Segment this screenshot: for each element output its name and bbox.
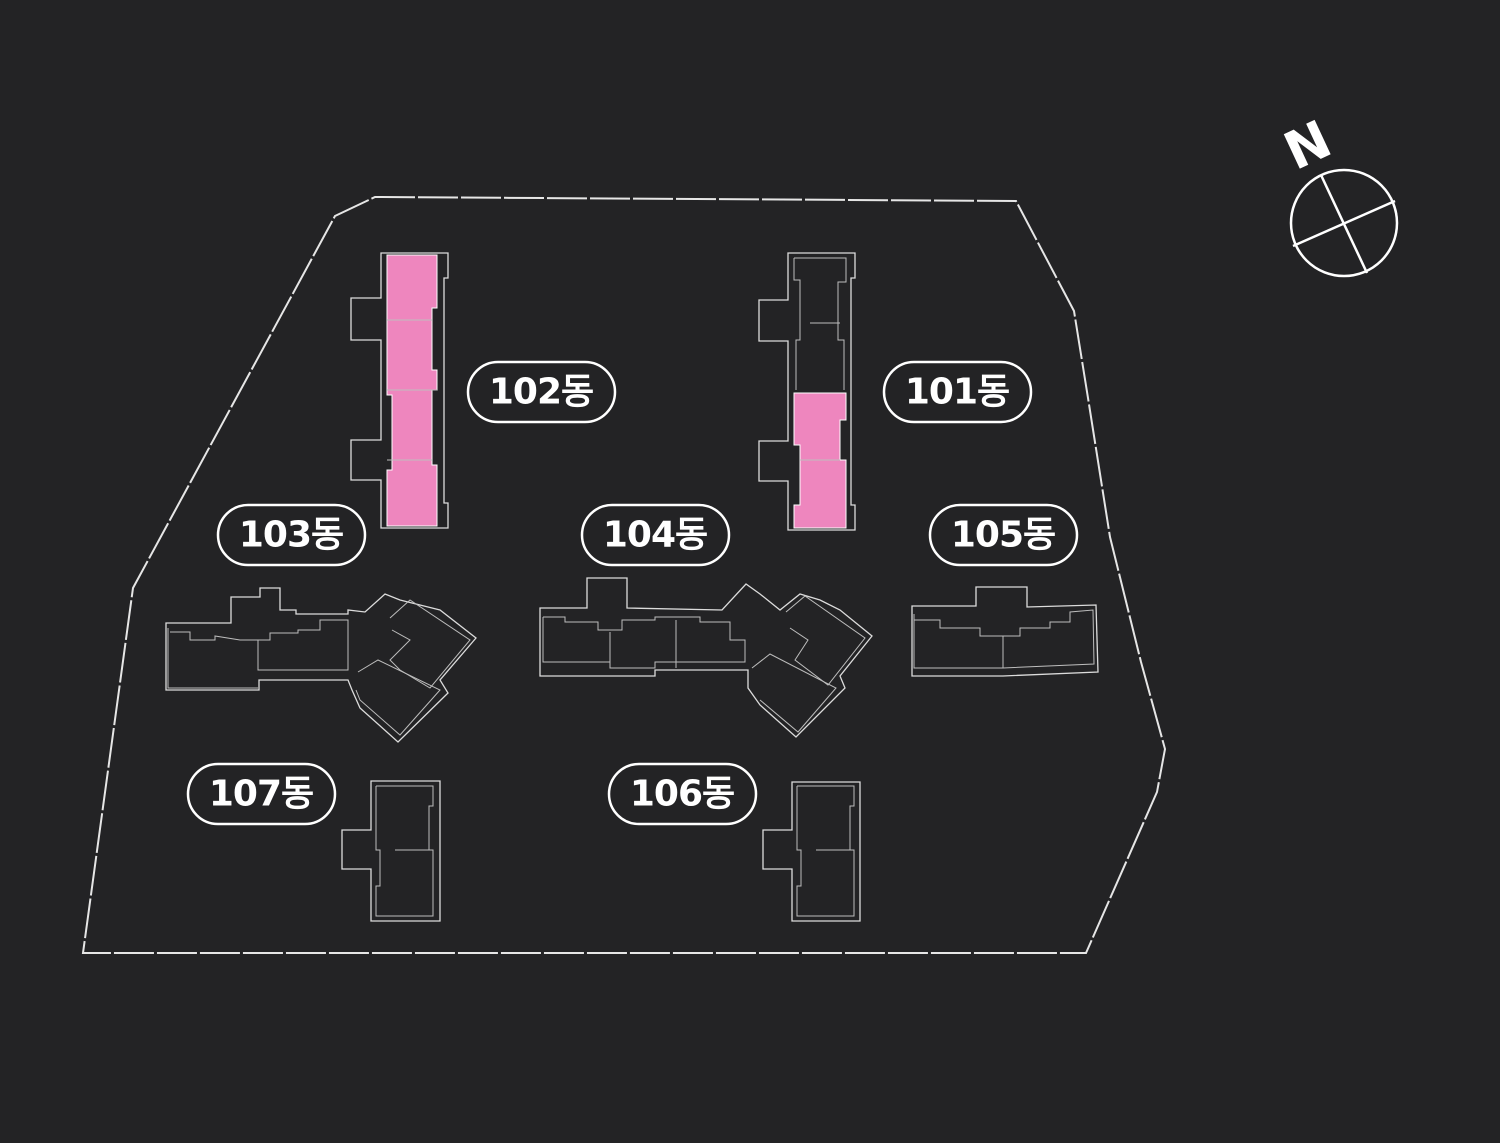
label-101-pill [882, 360, 1033, 424]
label-102-text: 102동 [489, 372, 593, 413]
label-104-text: 104동 [603, 515, 707, 556]
label-104-pill [580, 503, 731, 567]
building-103[interactable] [165, 587, 477, 743]
building-107[interactable] [341, 780, 441, 922]
compass-crossline-icon [1292, 199, 1396, 248]
label-101[interactable]: 101동 [882, 360, 1033, 424]
building-102[interactable] [350, 252, 449, 529]
label-103-text: 103동 [239, 515, 343, 556]
label-106[interactable]: 106동 [607, 762, 758, 826]
building-101[interactable] [758, 252, 856, 531]
building-107-outline [341, 780, 441, 922]
label-106-text: 106동 [630, 774, 734, 815]
label-103[interactable]: 103동 [216, 503, 367, 567]
label-104[interactable]: 104동 [580, 503, 731, 567]
building-106-outline [762, 781, 861, 922]
building-106[interactable] [762, 781, 861, 922]
compass: N [1276, 110, 1399, 278]
building-101-outline [758, 252, 856, 531]
label-105[interactable]: 105동 [928, 503, 1079, 567]
building-103-outline [165, 587, 477, 743]
building-105[interactable] [911, 586, 1099, 677]
label-107-text: 107동 [209, 774, 313, 815]
label-105-text: 105동 [951, 515, 1055, 556]
building-102-outline [350, 252, 449, 529]
label-107[interactable]: 107동 [186, 762, 337, 826]
building-104[interactable] [539, 577, 873, 738]
label-106-pill [607, 762, 758, 826]
label-101-text: 101동 [905, 372, 1009, 413]
compass-circle-icon [1289, 168, 1399, 278]
label-103-pill [216, 503, 367, 567]
site-boundary [81, 195, 1167, 954]
label-107-pill [186, 762, 337, 826]
label-105-pill [928, 503, 1079, 567]
label-102-pill [466, 360, 617, 424]
building-105-outline [911, 586, 1099, 677]
building-104-outline [539, 577, 873, 738]
label-102[interactable]: 102동 [466, 360, 617, 424]
